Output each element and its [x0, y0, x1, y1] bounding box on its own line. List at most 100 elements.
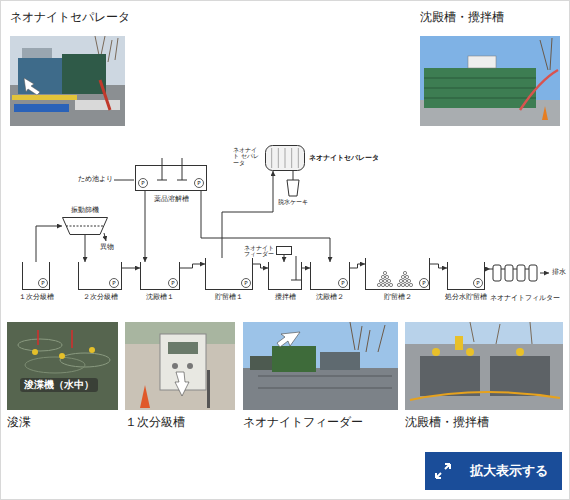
settling-photo [516, 348, 524, 356]
settling-photo [466, 348, 474, 356]
expand-icon [445, 464, 450, 469]
feeder-photo [258, 376, 392, 388]
aerator-symbol [407, 279, 410, 282]
pump-symbol [169, 279, 178, 288]
filter-unit [517, 265, 525, 281]
filter-unit [493, 265, 501, 281]
pipe-connector [284, 255, 285, 262]
settling-photo [470, 322, 532, 344]
classifier-photo [125, 322, 235, 410]
separator-drum [266, 146, 305, 171]
pump-label: P [420, 279, 428, 287]
pipe-line [114, 180, 134, 181]
vibrating-sieve [63, 218, 108, 235]
dredge-photo [38, 330, 72, 348]
feeder-photo [350, 322, 385, 352]
pump-symbol [242, 279, 251, 288]
separator-photo [10, 36, 125, 126]
dredge-photo [18, 339, 62, 351]
pipe-line [540, 273, 549, 274]
pump-label: P [110, 279, 118, 287]
aerator-symbol [399, 279, 402, 282]
aerator-symbol [409, 283, 412, 286]
node-label: １次分級槽 [19, 294, 54, 301]
photo-caption: ネオナイトフィーダー [243, 416, 363, 430]
pump-label: P [139, 179, 147, 187]
tank-photo [540, 38, 552, 70]
classifier-photo [140, 385, 150, 408]
dredge-photo [7, 322, 118, 410]
separator-photo [62, 54, 106, 94]
filter-unit: ネオナイトフィルター [490, 263, 540, 283]
dewatering-bag [287, 180, 299, 196]
dredge-photo [32, 349, 38, 355]
pump-label: P [39, 279, 47, 287]
aerator-symbol [381, 275, 384, 278]
classifier-photo [207, 370, 210, 408]
aerator-symbol [377, 271, 412, 286]
separator-photo [12, 95, 77, 100]
photo-caption: 浚渫 [7, 416, 31, 430]
separator-drum [285, 148, 286, 168]
dredge-photo [89, 347, 95, 353]
node-label: 攪拌槽 [275, 294, 296, 301]
vibrating-sieve [66, 226, 104, 227]
feeder-photo [243, 322, 398, 410]
pipe-connector [85, 235, 86, 262]
pump-symbol [39, 179, 483, 288]
settling-photo [405, 322, 563, 410]
separator-photo [14, 104, 69, 112]
button-label: 拡大表示する [470, 464, 548, 479]
node-label: 沈殿槽２ [316, 294, 344, 301]
settling-photo [432, 348, 440, 356]
pipe-line [104, 171, 549, 273]
tank-photo [542, 106, 548, 120]
pipe-connector [145, 191, 146, 262]
pipe-connector [222, 171, 273, 258]
filter-unit [529, 265, 537, 281]
part-label: 異物 [100, 244, 114, 251]
filter-unit [505, 265, 513, 281]
aerator-symbol [385, 283, 388, 286]
pipe-connector [201, 191, 330, 262]
pipe-connector [122, 268, 140, 269]
chemical-tank: 薬品溶解槽 [135, 165, 207, 191]
separator-drum [298, 148, 299, 168]
mixer-symbol [157, 158, 167, 180]
tank-photo [420, 36, 560, 126]
aerator-symbol [403, 271, 406, 274]
node-label: 沈殿槽１ [146, 294, 174, 301]
settling-photo [420, 356, 480, 396]
separator-photo [75, 100, 120, 110]
pump-label: P [169, 279, 177, 287]
aerator-symbol [377, 283, 380, 286]
feeder-photo [272, 346, 316, 372]
tank-photo [520, 70, 558, 110]
separator-photo [10, 36, 125, 126]
tank-box: 攪拌槽 [268, 262, 302, 290]
filter-unit [490, 263, 540, 283]
photo-caption: 沈殿槽・攪拌槽 [405, 416, 489, 430]
aerator-symbol [389, 283, 392, 286]
feeder-photo [243, 322, 398, 410]
node-label: 貯留槽２ [384, 294, 412, 301]
pump-symbol [39, 279, 48, 288]
aerator-symbol [381, 283, 384, 286]
expand-icon [436, 473, 441, 478]
aerator-symbol [385, 275, 388, 278]
photo-caption: １次分級槽 [125, 416, 185, 430]
classifier-photo [175, 372, 189, 396]
photo-caption: ネオナイトセパレータ [10, 11, 130, 25]
vibrating-sieve [62, 217, 108, 235]
separator-drum: ネオナイトセパレータ [265, 145, 305, 171]
pipe-connector [253, 264, 268, 268]
expand-icon [433, 461, 453, 481]
settling-photo [455, 336, 463, 350]
outlet-label: 排水 [552, 269, 566, 276]
dredge-photo [25, 357, 85, 373]
tank-photo [424, 68, 536, 108]
aerator-symbol [397, 283, 400, 286]
pipe-connector [180, 264, 205, 268]
mixer-symbol [291, 256, 301, 280]
